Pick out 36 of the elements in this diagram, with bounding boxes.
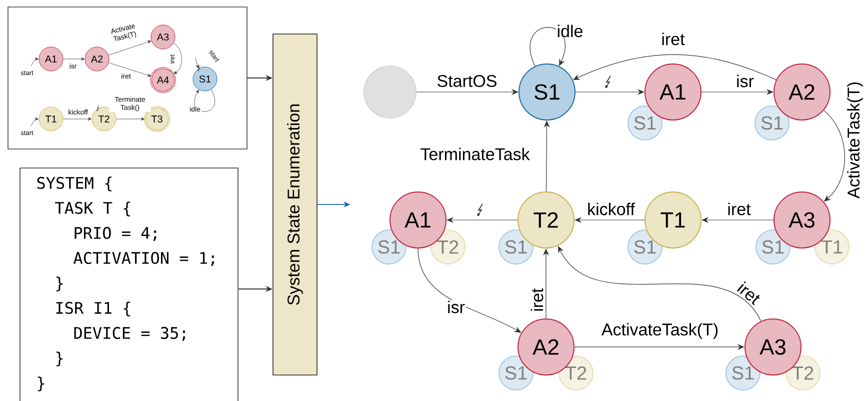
edge-label: kickoff (586, 202, 636, 216)
code-line: ISR I1 { (56, 302, 130, 316)
code-line: } (56, 276, 63, 292)
edge-label: isr (735, 74, 755, 88)
edge-label: StartOS (436, 74, 498, 88)
state-circle (364, 66, 416, 118)
arrow (30, 57, 38, 66)
edge-label: ActivateTask(T) (846, 80, 864, 200)
code-line: DEVICE = 35; (74, 326, 186, 342)
edge-label: idle (556, 24, 584, 38)
code-box (20, 168, 238, 401)
arrow (108, 40, 152, 56)
edge-label: ActivateTask(T) (600, 322, 720, 340)
enumeration-bar: System State Enumeration (272, 34, 318, 376)
code-line: } (38, 376, 44, 392)
loop-arrow (530, 27, 566, 66)
code-line: TASK T { (55, 202, 130, 216)
loop-arrow (194, 89, 216, 112)
edge-label: iret (530, 287, 544, 313)
arrow (63, 117, 92, 121)
arrow (173, 42, 182, 74)
code-line: ACTIVATION = 1; (74, 252, 214, 266)
code-line: PRIO = 4; (74, 226, 156, 242)
code-line: SYSTEM { (37, 176, 112, 192)
arrow (30, 117, 38, 126)
diagram-panel (8, 6, 248, 150)
arrow (63, 57, 84, 61)
arrow (108, 62, 152, 77)
arrow (194, 58, 199, 68)
edge-label: iret (660, 32, 686, 46)
code-line: } (56, 352, 63, 366)
edge-label: TerminateTask (419, 146, 531, 162)
edge-label: isr (446, 300, 466, 314)
edge-label: iret (726, 202, 752, 216)
arrow (116, 117, 144, 121)
edge-label: iret (734, 280, 764, 306)
